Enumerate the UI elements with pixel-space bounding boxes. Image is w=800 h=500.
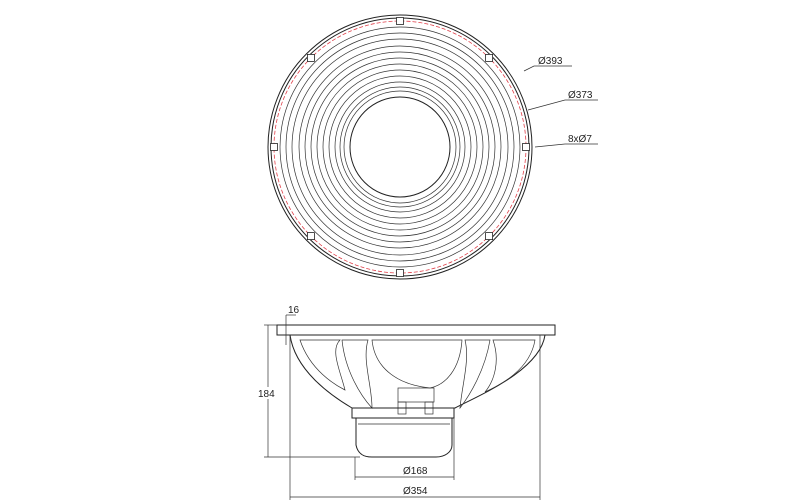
cone-ring — [298, 45, 502, 249]
magnet — [355, 418, 453, 458]
cone-ring — [279, 26, 521, 268]
label-mounting-holes: 8xØ7 — [568, 134, 592, 145]
mounting-hole — [396, 269, 404, 277]
cone-ring — [322, 69, 478, 225]
label-bolt-circle: Ø373 — [568, 90, 593, 101]
basket-ribs — [299, 339, 536, 410]
mounting-hole — [485, 232, 493, 240]
flange — [276, 324, 556, 336]
cone-ring — [285, 32, 515, 262]
cone-ring — [267, 14, 533, 280]
leader-outer-diameter — [523, 65, 572, 72]
mounting-hole — [307, 232, 315, 240]
label-outer-diameter: Ø393 — [538, 56, 563, 67]
leader-bolt-circle — [527, 99, 598, 111]
label-flange-thickness: 16 — [288, 305, 300, 316]
cone-ring — [334, 81, 466, 213]
mounting-hole — [396, 17, 404, 25]
basket-outline — [289, 334, 546, 409]
terminal-block — [397, 387, 435, 403]
mounting-hole — [307, 54, 315, 62]
mounting-holes — [270, 17, 530, 277]
cone-ring — [328, 75, 472, 219]
mounting-hole — [270, 143, 278, 151]
cone-ring — [339, 86, 461, 208]
top-plate — [351, 407, 455, 419]
label-basket-diameter: Ø354 — [403, 486, 428, 497]
cone-ring — [310, 57, 490, 237]
dust-cap — [349, 96, 451, 198]
mounting-hole — [522, 143, 530, 151]
leader-mounting-holes — [534, 143, 598, 148]
label-magnet-diameter: Ø168 — [403, 466, 428, 477]
label-depth: 184 — [258, 389, 275, 400]
cone-ring — [304, 51, 496, 243]
front-view: Ø393 Ø373 8xØ7 — [267, 14, 598, 280]
side-view: 16 184 Ø168 Ø354 — [256, 305, 556, 500]
cone-ring — [291, 38, 509, 256]
cone-ring — [316, 63, 484, 231]
dust-cap-edge — [343, 90, 457, 204]
mounting-hole — [485, 54, 493, 62]
